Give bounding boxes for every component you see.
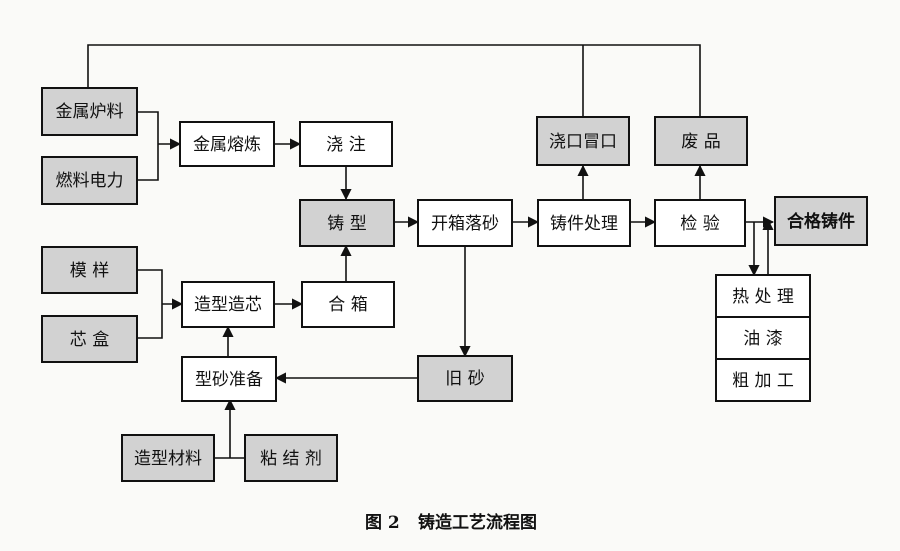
figure-caption: 图 2 铸造工艺流程图	[365, 512, 537, 533]
node-casting-mold: 铸 型	[299, 199, 395, 247]
caption-title: 铸造工艺流程图	[418, 512, 537, 533]
node-metal-melting: 金属熔炼	[179, 121, 275, 167]
svg-text:燃料电力: 燃料电力	[56, 171, 124, 191]
svg-text:粗 加 工: 粗 加 工	[732, 371, 794, 391]
node-gate-riser: 浇口冒口	[536, 116, 630, 166]
svg-text:油 漆: 油 漆	[743, 329, 782, 349]
node-core-box: 芯 盒	[41, 315, 138, 363]
node-pouring: 浇 注	[299, 121, 393, 167]
node-shakeout: 开箱落砂	[417, 199, 513, 247]
svg-text:造型材料: 造型材料	[134, 449, 202, 469]
svg-text:造型造芯: 造型造芯	[194, 295, 262, 315]
node-qualified-casting: 合格铸件	[774, 196, 868, 246]
svg-text:芯 盒: 芯 盒	[70, 330, 109, 350]
svg-text:模 样: 模 样	[70, 261, 109, 281]
node-inspection: 检 验	[654, 199, 746, 247]
node-metal-charge: 金属炉料	[41, 87, 138, 136]
svg-text:合格铸件: 合格铸件	[787, 211, 855, 232]
node-scrap: 废 品	[654, 116, 748, 166]
svg-text:粘 结 剂: 粘 结 剂	[260, 449, 322, 469]
node-sand-preparation: 型砂准备	[181, 356, 277, 402]
node-flask-assembly: 合 箱	[301, 281, 395, 328]
svg-text:金属熔炼: 金属熔炼	[193, 135, 261, 155]
caption-figure-number: 图 2	[365, 513, 400, 533]
svg-text:旧 砂: 旧 砂	[445, 369, 484, 389]
svg-text:废 品: 废 品	[681, 132, 720, 152]
svg-text:铸 型: 铸 型	[327, 214, 366, 234]
node-fuel-power: 燃料电力	[41, 156, 138, 205]
svg-text:检 验: 检 验	[680, 214, 719, 234]
svg-text:浇口冒口: 浇口冒口	[549, 132, 617, 152]
svg-text:热 处 理: 热 处 理	[732, 287, 794, 307]
node-rough-machining: 粗 加 工	[715, 358, 811, 402]
node-binder: 粘 结 剂	[244, 434, 338, 482]
charge-fuel-merge-line	[137, 111, 159, 181]
feedback-loop-line	[87, 44, 701, 117]
svg-text:开箱落砂: 开箱落砂	[431, 214, 499, 234]
node-molding-material: 造型材料	[121, 434, 215, 482]
node-old-sand: 旧 砂	[417, 355, 513, 402]
node-casting-processing: 铸件处理	[537, 199, 631, 247]
svg-text:铸件处理: 铸件处理	[550, 214, 618, 234]
svg-text:型砂准备: 型砂准备	[195, 370, 263, 390]
node-painting: 油 漆	[715, 316, 811, 360]
svg-text:合 箱: 合 箱	[328, 295, 367, 315]
connector-lines	[87, 44, 775, 459]
svg-text:浇 注: 浇 注	[326, 135, 365, 155]
node-molding-coremaking: 造型造芯	[181, 281, 275, 328]
node-heat-treatment: 热 处 理	[715, 274, 811, 318]
svg-text:金属炉料: 金属炉料	[56, 102, 124, 122]
node-pattern: 模 样	[41, 246, 138, 294]
pattern-corebox-merge-line	[137, 269, 163, 339]
